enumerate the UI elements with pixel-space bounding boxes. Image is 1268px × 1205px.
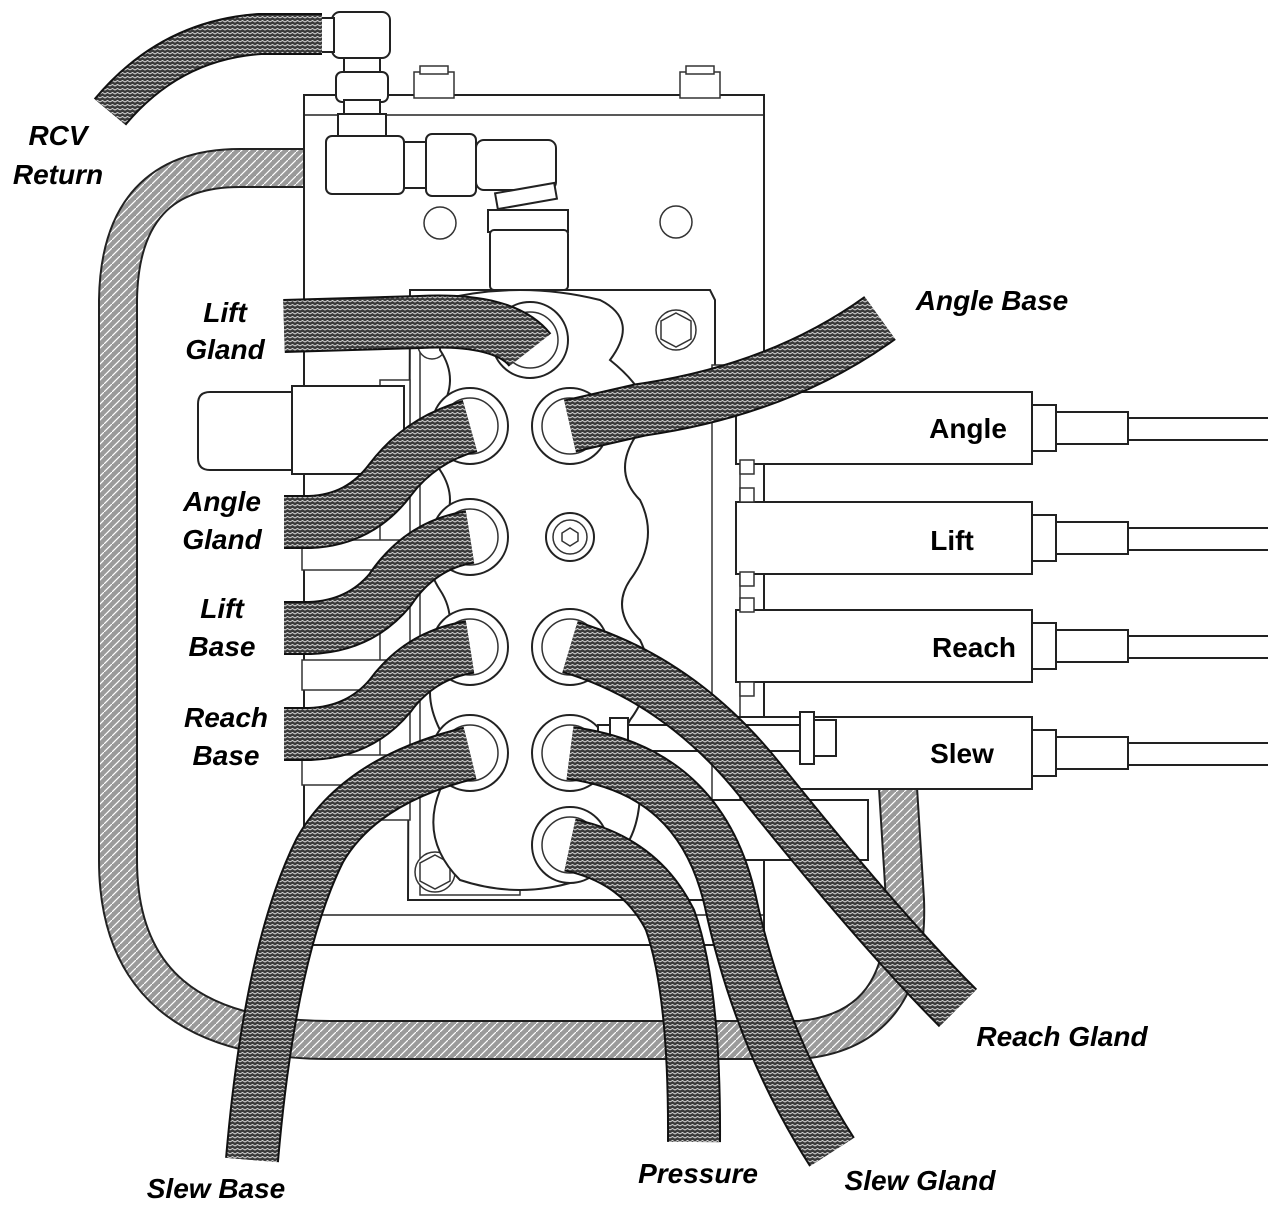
label-angle-gland-line2: Gland	[182, 524, 262, 555]
label-lift-gland-line2: Gland	[185, 334, 265, 365]
spool-label-lift: Lift	[930, 525, 974, 556]
label-lift-gland-line1: Lift	[203, 297, 248, 328]
label-reach-base-line1: Reach	[184, 702, 268, 733]
spool-label-reach: Reach	[932, 632, 1016, 663]
label-angle-base: Angle Base	[915, 285, 1069, 316]
label-reach-base-line2: Base	[193, 740, 260, 771]
label-angle-gland-line1: Angle	[182, 486, 261, 517]
top-bolt-left	[413, 71, 455, 99]
top-bolt-right	[679, 71, 721, 99]
port-block	[429, 289, 649, 891]
label-lift-base-line1: Lift	[200, 593, 245, 624]
left-plug	[197, 391, 293, 471]
spool-label-slew: Slew	[930, 738, 994, 769]
spool-label-angle: Angle	[929, 413, 1007, 444]
label-reach-gland: Reach Gland	[976, 1021, 1148, 1052]
spool-housings	[735, 391, 1268, 790]
label-rcv-return-line2: Return	[13, 159, 103, 190]
label-slew-base: Slew Base	[147, 1173, 286, 1204]
spool-labels: Angle Lift Reach Slew	[929, 413, 1016, 769]
label-lift-base-line2: Base	[189, 631, 256, 662]
label-pressure: Pressure	[638, 1158, 758, 1189]
label-rcv-return-line1: RCV	[28, 120, 89, 151]
hose-labels: RCV Return Lift Gland Angle Gland Lift B…	[13, 120, 1149, 1204]
dark-hoses	[93, 13, 978, 1167]
label-slew-gland: Slew Gland	[845, 1165, 997, 1196]
